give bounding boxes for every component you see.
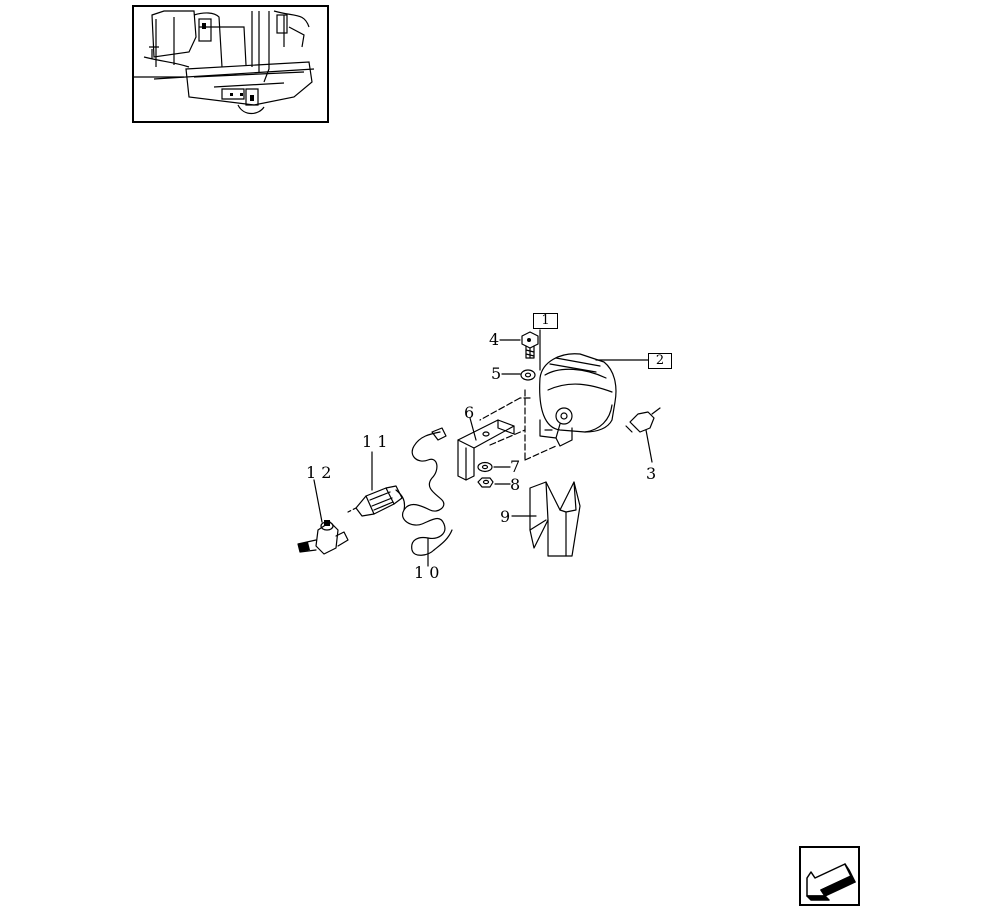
callout-10: 1 0	[414, 563, 439, 582]
callout-8: 8	[510, 475, 520, 494]
callout-6: 6	[464, 403, 474, 422]
bolt	[521, 331, 539, 359]
callout-1: 1	[533, 313, 558, 329]
callout-7: 7	[510, 457, 520, 476]
callout-11: 1 1	[362, 432, 387, 451]
cable-connector	[347, 485, 403, 517]
vehicle-location-thumbnail-icon	[134, 10, 315, 115]
next-page-button[interactable]	[799, 846, 860, 906]
mounting-bracket	[457, 419, 515, 481]
location-thumbnail	[132, 5, 329, 123]
next-page-arrow-icon	[806, 863, 856, 901]
bulb	[625, 407, 661, 433]
callout-3: 3	[646, 464, 656, 483]
callout-2: 2	[648, 353, 672, 369]
callout-5: 5	[491, 364, 501, 383]
callout-12: 1 2	[306, 463, 331, 482]
protective-cover	[529, 481, 581, 557]
callout-9: 9	[500, 507, 510, 526]
work-lamp-housing	[539, 353, 617, 447]
coiled-cable	[395, 427, 453, 556]
callout-4: 4	[489, 330, 499, 349]
